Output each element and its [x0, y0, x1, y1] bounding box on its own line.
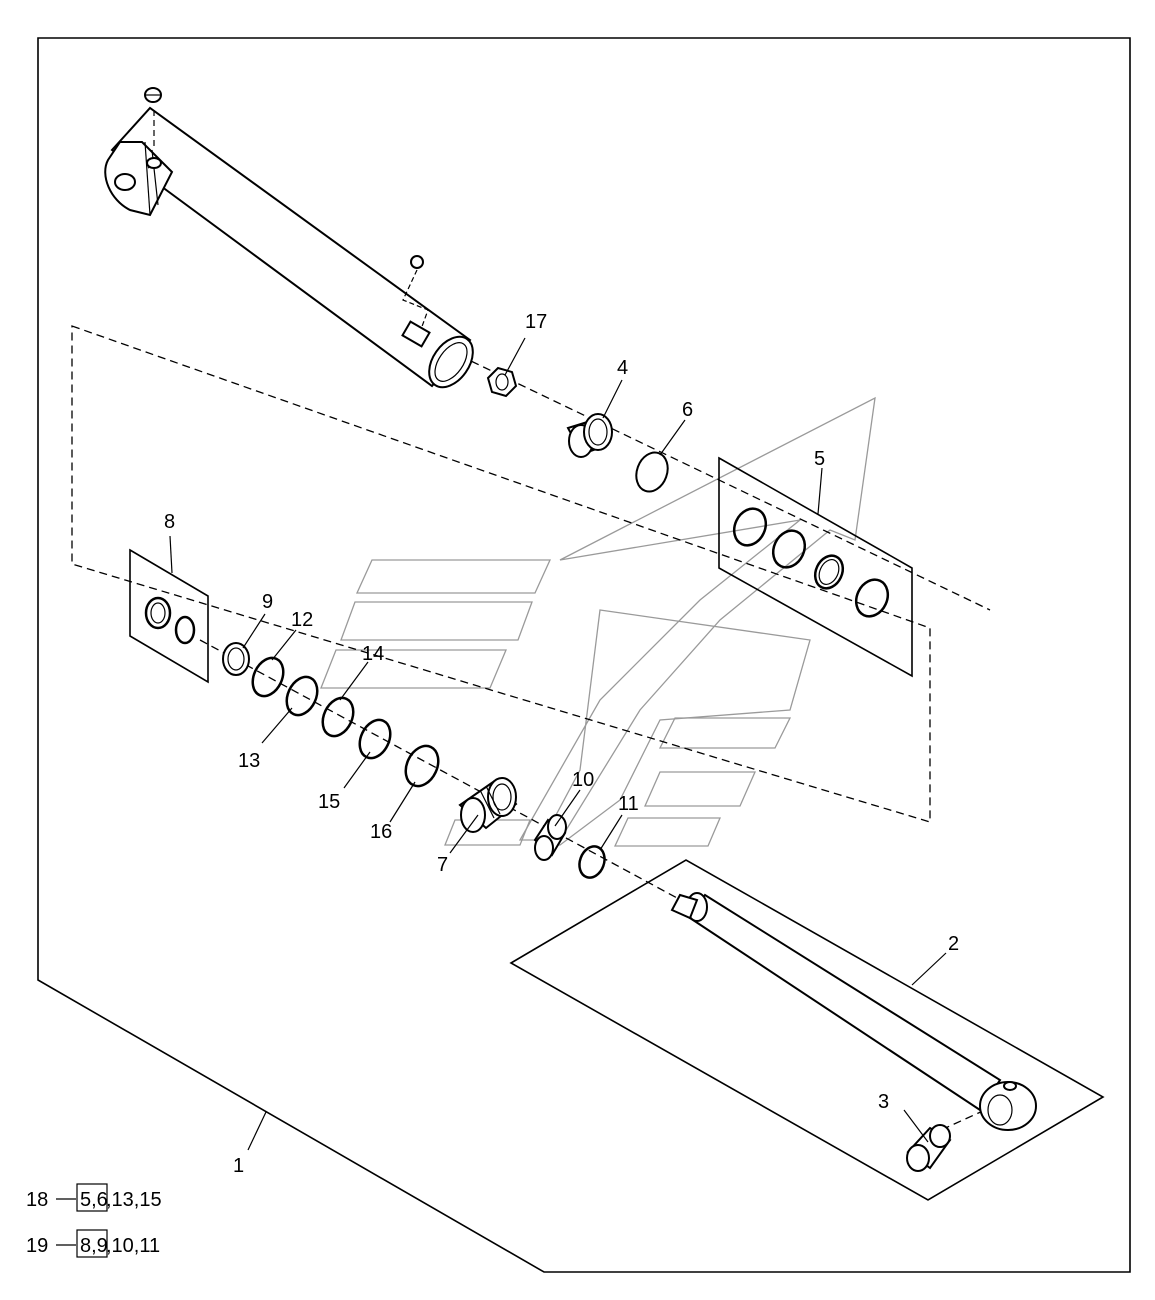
- callout-5: 5: [814, 448, 825, 470]
- kit-legend: 18 5,6 ,13,15 19 8,9 ,10,11: [26, 1183, 162, 1258]
- ring-6: [635, 451, 669, 493]
- svg-text:8,9: 8,9: [80, 1235, 108, 1257]
- callout-10: 10: [572, 769, 594, 791]
- ring-11: [578, 845, 606, 879]
- callout-12: 12: [291, 609, 313, 631]
- head-4: [566, 413, 613, 458]
- callout-16: 16: [370, 821, 392, 843]
- svg-text:,13,15: ,13,15: [106, 1189, 162, 1211]
- bushing-3: [906, 1124, 952, 1172]
- kit-legend-row-18: 18 5,6 ,13,15: [26, 1183, 162, 1212]
- callout-14: 14: [362, 643, 384, 665]
- kit-panel-8: [129, 548, 209, 684]
- kit-panel-5: [718, 456, 913, 678]
- cylinder-barrel: [104, 87, 474, 389]
- callout-4: 4: [617, 357, 628, 379]
- nut-17: [486, 366, 518, 398]
- callout-1: 1: [233, 1155, 244, 1177]
- seal-rings: [222, 642, 440, 788]
- callout-labels: 17 4 6 5 8 9 12 14 13 15 16 7 10 11 2 3 …: [164, 311, 959, 1177]
- piston-7: [458, 777, 518, 833]
- callout-6: 6: [682, 399, 693, 421]
- leader-lines: [169, 337, 947, 1151]
- bushing-10: [533, 814, 567, 861]
- kit-legend-row-19: 19 8,9 ,10,11: [26, 1229, 160, 1258]
- callout-9: 9: [262, 591, 273, 613]
- assembly-frame: [37, 37, 1131, 1273]
- callout-7: 7: [437, 854, 448, 876]
- callout-13: 13: [238, 750, 260, 772]
- rod-panel-2: [509, 859, 1105, 1201]
- svg-text:5,6: 5,6: [80, 1189, 108, 1211]
- callout-11: 11: [618, 793, 639, 815]
- watermark-logo: [320, 396, 876, 847]
- svg-text:,10,11: ,10,11: [106, 1235, 160, 1257]
- seal-kit-dashed-panel: [71, 325, 931, 823]
- callout-2: 2: [948, 933, 959, 955]
- svg-text:18: 18: [26, 1189, 48, 1211]
- svg-text:19: 19: [26, 1235, 48, 1257]
- callout-15: 15: [318, 791, 340, 813]
- callout-17: 17: [525, 311, 547, 333]
- callout-8: 8: [164, 511, 175, 533]
- callout-3: 3: [878, 1091, 889, 1113]
